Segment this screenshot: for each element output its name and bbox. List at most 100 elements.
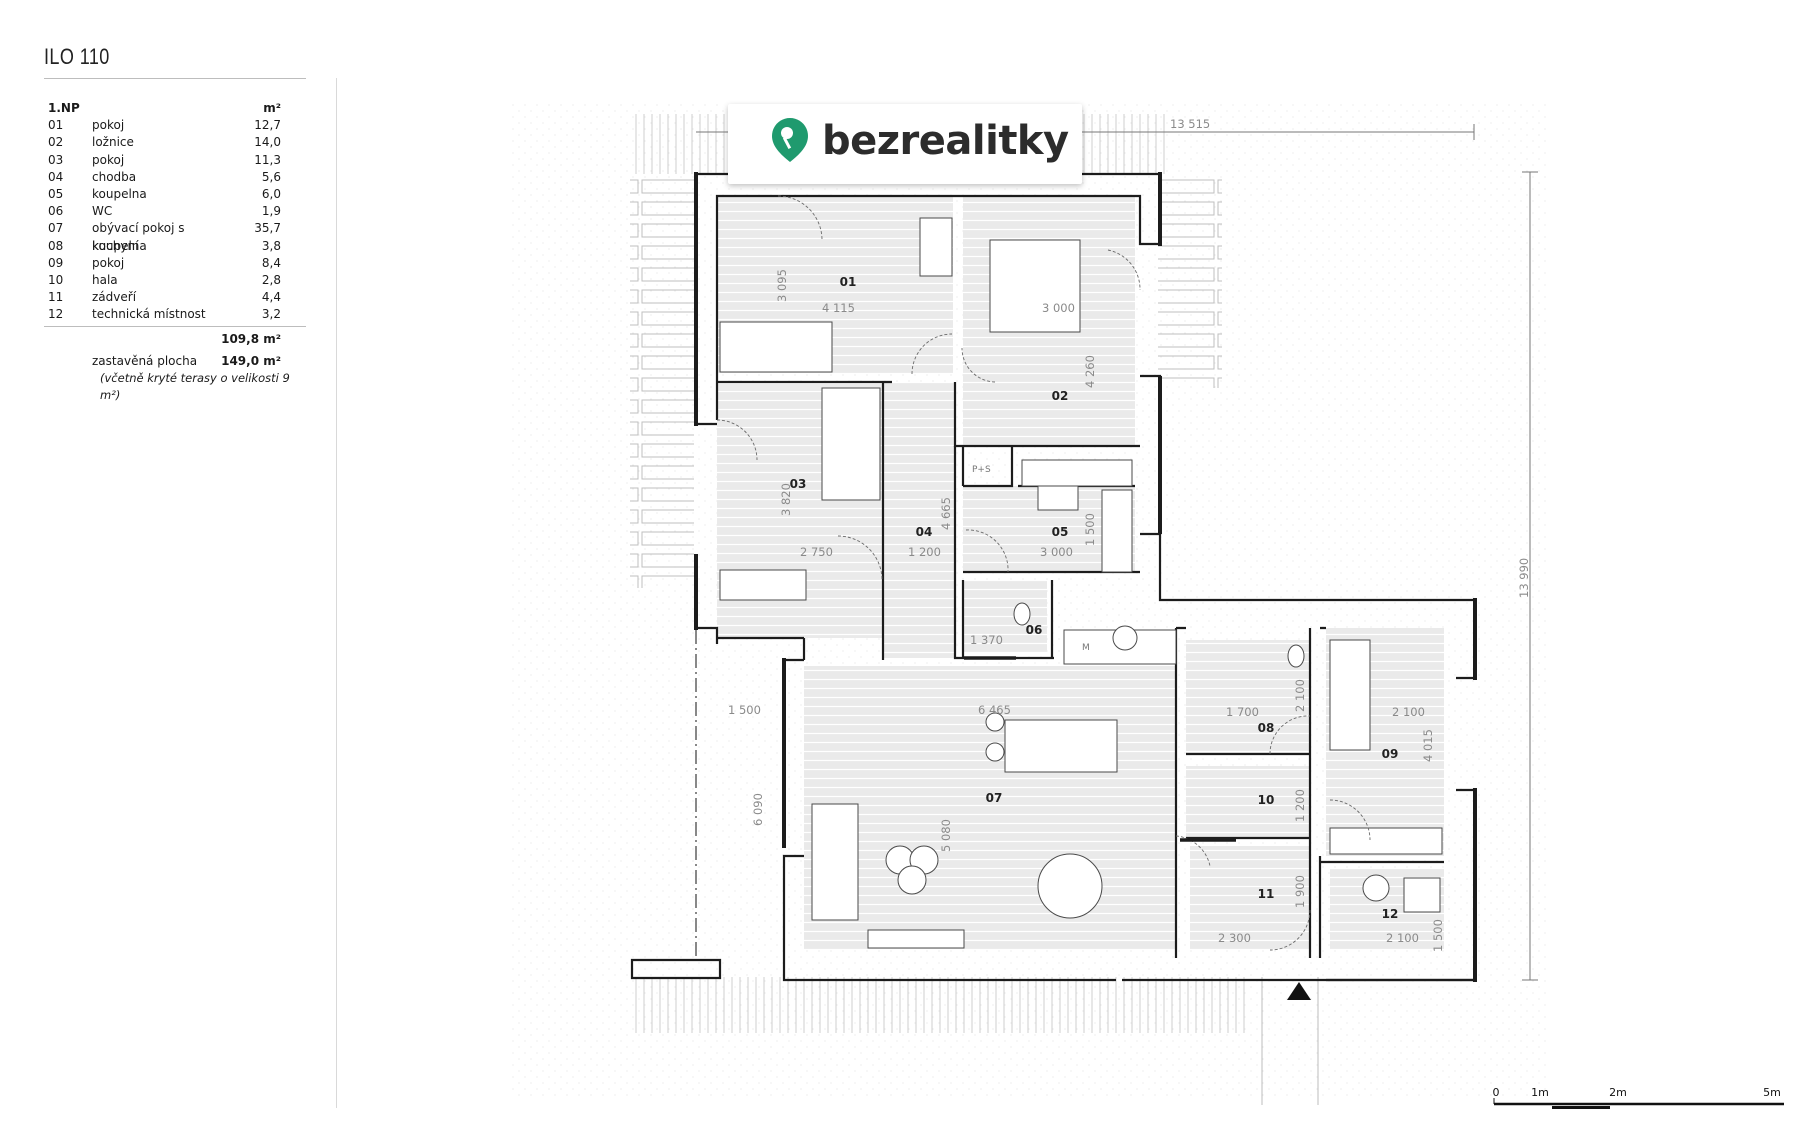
dimension-labels: 13 515 13 990 3 095 4 115 3 000 4 260 3 … — [728, 117, 1531, 952]
side-divider — [336, 78, 337, 1108]
room-area: 6,0 — [261, 186, 281, 201]
room-floors — [717, 196, 1444, 950]
door-arc-03 — [716, 419, 758, 461]
tv-unit — [867, 929, 965, 949]
door-arc-02-window — [1107, 249, 1141, 291]
dim-09-height: 4 015 — [1421, 729, 1435, 762]
total-area: 109,8 m² — [221, 332, 281, 347]
dim-05-height: 1 500 — [1083, 513, 1097, 546]
floor-04 — [883, 382, 955, 658]
wall-fill-e4 — [1473, 788, 1477, 982]
room-name: technická místnost — [92, 307, 206, 322]
unit-label: m² — [263, 101, 281, 115]
door-arc-02 — [961, 347, 996, 383]
floor-label: 1.NP — [48, 101, 80, 115]
room-name: WC — [92, 204, 113, 219]
room-num: 07 — [48, 221, 64, 236]
dim-01-width: 4 115 — [822, 301, 855, 315]
wall-int-8 — [717, 636, 806, 660]
toilet-06 — [1013, 602, 1031, 626]
boiler-12 — [1403, 877, 1441, 913]
wall-int-2 — [881, 382, 1054, 660]
room-area: 8,4 — [261, 255, 281, 270]
dim-07-height: 5 080 — [939, 819, 953, 852]
door-arc-09 — [1329, 799, 1371, 841]
toilet-08 — [1287, 644, 1305, 668]
room-area: 12,7 — [254, 118, 281, 133]
bathtub — [1101, 489, 1133, 573]
built-area-label: zastavěná plocha — [92, 353, 198, 368]
room-name: hala — [92, 272, 118, 287]
room-table-row: 10 hala 2,8 — [44, 272, 306, 289]
scale-label-0: 0 — [1493, 1086, 1500, 1099]
room-area: 3,2 — [261, 307, 281, 322]
built-area-note: (včetně kryté terasy o velikosti 9 m²) — [100, 370, 290, 403]
room-area: 1,9 — [261, 204, 281, 219]
dim-12-width: 2 100 — [1386, 931, 1419, 945]
room-area: 2,8 — [261, 272, 281, 287]
floor-11 — [1190, 846, 1310, 950]
dim-02-height: 4 260 — [1083, 355, 1097, 388]
coffee-table-3 — [897, 865, 927, 895]
built-area-value: 149,0 m² — [221, 353, 281, 368]
page-title: ILO 110 — [44, 44, 110, 69]
floor-07 — [804, 666, 1176, 950]
logo-card: bezrealitky — [728, 104, 1082, 184]
door-arc-05 — [965, 529, 1009, 573]
bed-02 — [989, 239, 1081, 333]
deck-bottom — [632, 977, 1250, 1033]
room-name: pokoj — [92, 118, 125, 133]
room-area: 4,4 — [261, 290, 281, 305]
room-name: pokoj — [92, 255, 125, 270]
furniture — [719, 217, 1443, 949]
room-num: 10 — [48, 272, 64, 287]
wall-fill-e1 — [1158, 172, 1162, 246]
room-area: 11,3 — [254, 152, 281, 167]
room-area: 14,0 — [254, 135, 281, 150]
door-arc-11 — [1269, 909, 1311, 951]
stool-2 — [985, 742, 1005, 762]
kitchen-sink — [1112, 625, 1138, 651]
room-num: 08 — [48, 238, 64, 253]
room-label-09: 09 — [1382, 747, 1399, 761]
dim-01-height: 3 095 — [775, 269, 789, 302]
dim-08-height: 2 100 — [1293, 679, 1307, 712]
wall-terrace-bottom — [630, 958, 722, 980]
dim-11-width: 2 300 — [1218, 931, 1251, 945]
bed-03 — [821, 387, 881, 501]
entry-arrow-icon — [1287, 982, 1311, 1000]
location-pin-icon — [772, 118, 808, 162]
room-table-row: 06 WC 1,9 — [44, 203, 306, 220]
dim-05-width: 3 000 — [1040, 545, 1073, 559]
room-label-01: 01 — [840, 275, 857, 289]
dim-09-width: 2 100 — [1392, 705, 1425, 719]
room-name: obývací pokoj s kuchyní — [92, 221, 185, 253]
room-label-03: 03 — [790, 477, 807, 491]
wall-int-6 — [1186, 626, 1326, 958]
room-label-08: 08 — [1258, 721, 1275, 735]
logo-wordmark: bezrealitky — [822, 118, 1069, 164]
dim-11-height: 1 900 — [1293, 875, 1307, 908]
desk-01 — [919, 217, 953, 277]
room-num: 04 — [48, 169, 64, 184]
room-name: ložnice — [92, 135, 134, 150]
scale-label-1m: 1m — [1531, 1086, 1549, 1099]
room-label-04: 04 — [916, 525, 933, 539]
room-label-02: 02 — [1052, 389, 1069, 403]
scale-bar: 0 1m 2m 5m — [1493, 1086, 1784, 1109]
water-heater — [1362, 874, 1390, 902]
fixture-ps: P+S — [972, 465, 991, 475]
wall-fill-w1 — [694, 172, 698, 426]
floor-10 — [1186, 766, 1310, 838]
wardrobe-02 — [1021, 459, 1133, 487]
dim-overall-width: 13 515 — [1170, 117, 1210, 131]
room-name: pokoj — [92, 152, 125, 167]
door-swings — [716, 195, 1371, 951]
room-labels: 01 02 03 04 05 06 07 08 09 10 11 12 — [790, 275, 1399, 921]
room-num: 06 — [48, 204, 64, 219]
